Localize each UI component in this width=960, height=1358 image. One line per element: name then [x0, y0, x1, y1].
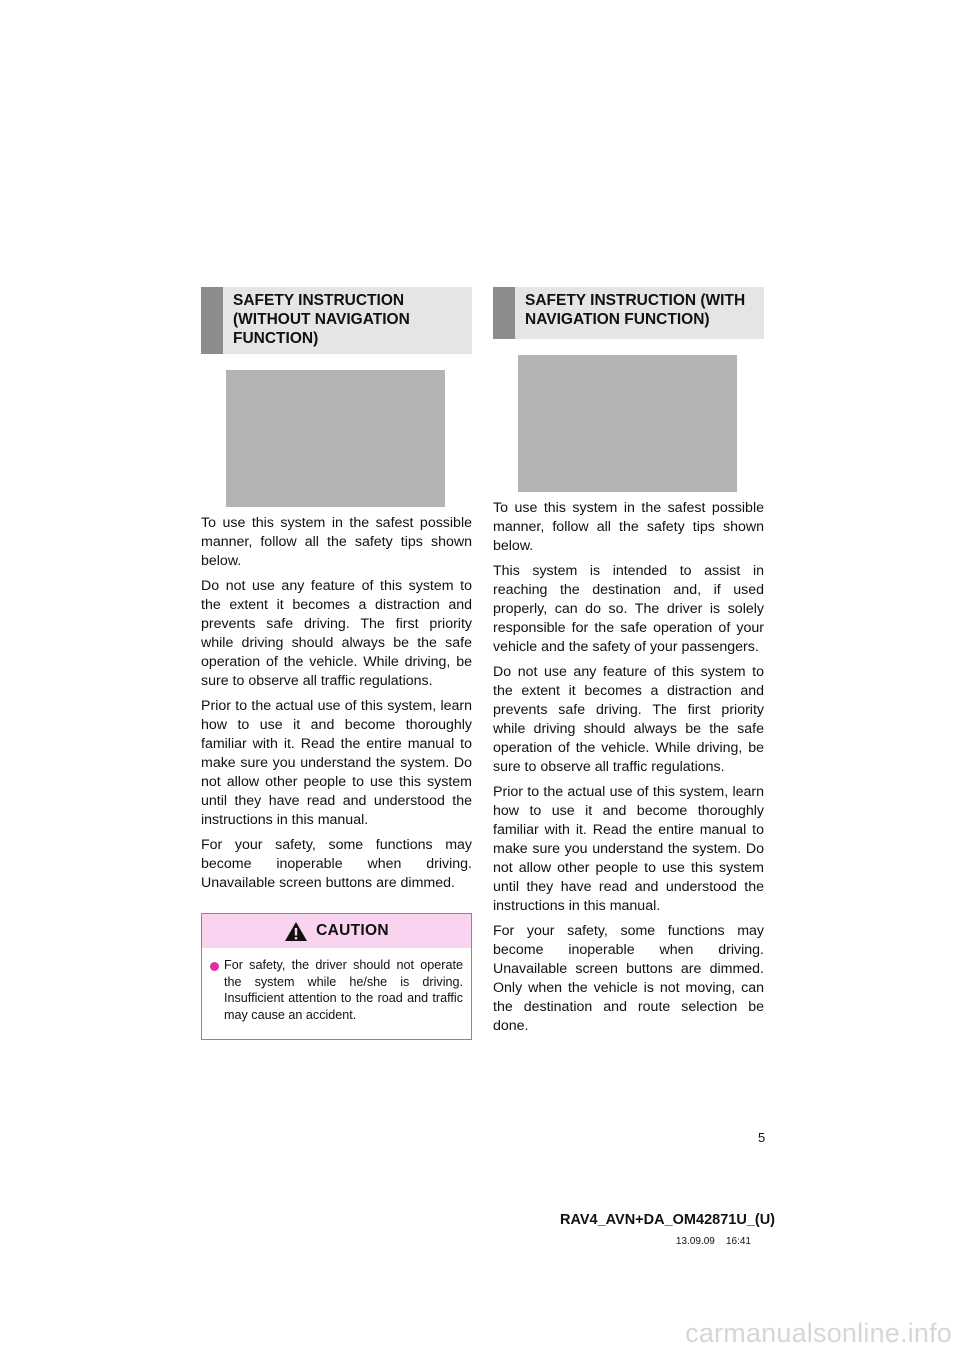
- watermark[interactable]: carmanualsonline.info: [685, 1318, 952, 1348]
- caution-box: CAUTION For safety, the driver should no…: [201, 913, 472, 1040]
- paragraph: Do not use any feature of this system to…: [201, 578, 472, 689]
- section-heading-text: SAFETY INSTRUCTION (WITH NAVIGATION FUNC…: [525, 292, 746, 328]
- document-timestamp: 13.09.09 16:41: [675, 1236, 751, 1247]
- paragraph: To use this system in the safest possibl…: [493, 500, 764, 554]
- bullet-dot-icon: [210, 962, 219, 971]
- warning-triangle-icon: [285, 921, 308, 941]
- section-heading-without-navigation: SAFETY INSTRUCTION (WITHOUT NAVIGATION F…: [201, 287, 472, 354]
- paragraph: Prior to the actual use of this system, …: [201, 698, 472, 828]
- paragraph: Do not use any feature of this system to…: [493, 664, 764, 775]
- paragraph: To use this system in the safest possibl…: [201, 515, 472, 569]
- right-column: SAFETY INSTRUCTION (WITH NAVIGATION FUNC…: [493, 287, 764, 1036]
- heading-accent-bar: [201, 287, 223, 354]
- paragraph: This system is intended to assist in rea…: [493, 563, 764, 655]
- paragraph: Prior to the actual use of this system, …: [493, 784, 764, 914]
- section-heading-with-navigation: SAFETY INSTRUCTION (WITH NAVIGATION FUNC…: [493, 287, 764, 339]
- caution-title: CAUTION: [316, 922, 389, 939]
- caution-header: CAUTION: [202, 914, 471, 948]
- left-body-text: To use this system in the safest possibl…: [201, 514, 472, 893]
- caution-body: For safety, the driver should not operat…: [202, 948, 471, 1039]
- paragraph: For your safety, some functions may beco…: [493, 923, 764, 1034]
- paragraph: For your safety, some functions may beco…: [201, 837, 472, 891]
- section-heading-text: SAFETY INSTRUCTION (WITHOUT NAVIGATION F…: [233, 292, 410, 347]
- right-body-text: To use this system in the safest possibl…: [493, 499, 764, 1036]
- left-column: SAFETY INSTRUCTION (WITHOUT NAVIGATION F…: [201, 287, 472, 1040]
- heading-accent-bar: [493, 287, 515, 339]
- caution-text: For safety, the driver should not operat…: [224, 958, 463, 1022]
- illustration-placeholder: [226, 370, 445, 507]
- document-code: RAV4_AVN+DA_OM42871U_(U): [559, 1212, 775, 1228]
- page-number: 5: [758, 1130, 766, 1145]
- illustration-placeholder: [518, 355, 737, 492]
